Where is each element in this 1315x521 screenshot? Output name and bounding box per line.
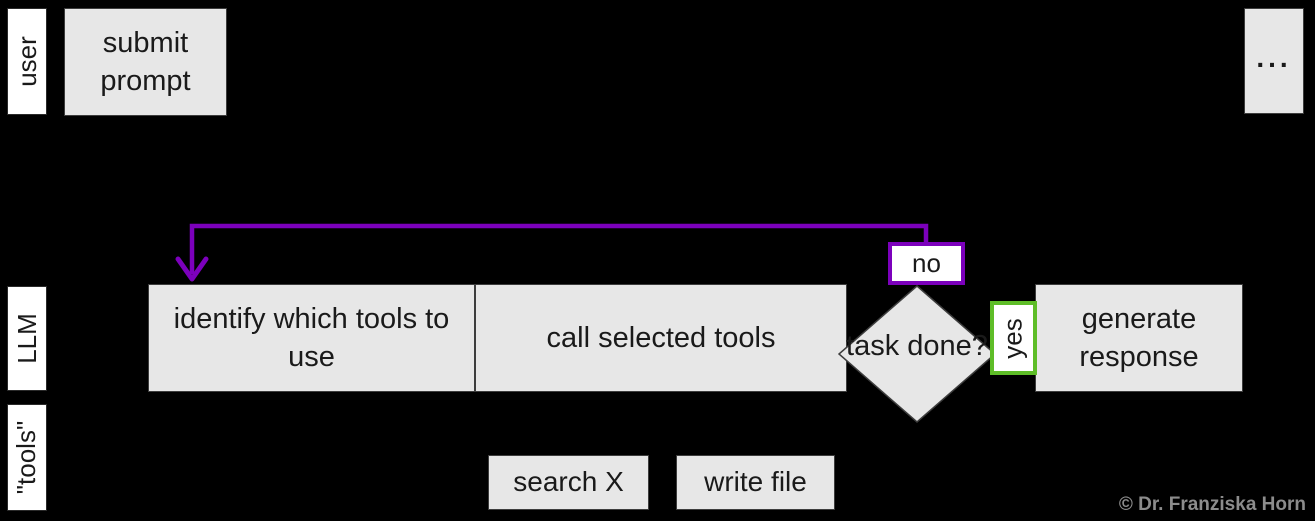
node-generate-response: generate response bbox=[1035, 284, 1243, 392]
node-ellipsis: ... bbox=[1244, 8, 1304, 114]
branch-no-text: no bbox=[912, 248, 941, 278]
node-tool-write-file-text: write file bbox=[704, 466, 807, 498]
lane-user-text: user bbox=[11, 36, 42, 87]
lane-label-tools: "tools" bbox=[7, 404, 47, 511]
lane-label-llm: LLM bbox=[7, 286, 47, 391]
copyright-notice: © Dr. Franziska Horn bbox=[1118, 494, 1306, 515]
node-generate-response-text: generate response bbox=[1079, 302, 1199, 373]
decision-task-done: task done? bbox=[842, 288, 992, 406]
node-tool-write-file: write file bbox=[676, 455, 835, 510]
lane-label-user: user bbox=[7, 8, 47, 115]
branch-label-no: no bbox=[888, 242, 965, 285]
node-tool-search-x: search X bbox=[488, 455, 649, 510]
node-call-tools: call selected tools bbox=[475, 284, 847, 392]
branch-label-yes: yes bbox=[990, 301, 1037, 375]
branch-yes-text: yes bbox=[998, 317, 1028, 359]
node-call-tools-text: call selected tools bbox=[546, 321, 776, 354]
node-identify-tools-text: identify which tools to use bbox=[173, 302, 450, 373]
node-tool-search-x-text: search X bbox=[513, 466, 624, 498]
node-identify-tools: identify which tools to use bbox=[148, 284, 475, 392]
decision-diamond-shape bbox=[838, 285, 996, 423]
node-submit-prompt-text: submit prompt bbox=[100, 26, 191, 97]
decision-task-done-text: task done? bbox=[846, 330, 988, 363]
lane-tools-text: "tools" bbox=[11, 420, 42, 495]
lane-llm-text: LLM bbox=[11, 313, 42, 364]
node-submit-prompt: submit prompt bbox=[64, 8, 227, 116]
node-ellipsis-text: ... bbox=[1256, 41, 1292, 73]
